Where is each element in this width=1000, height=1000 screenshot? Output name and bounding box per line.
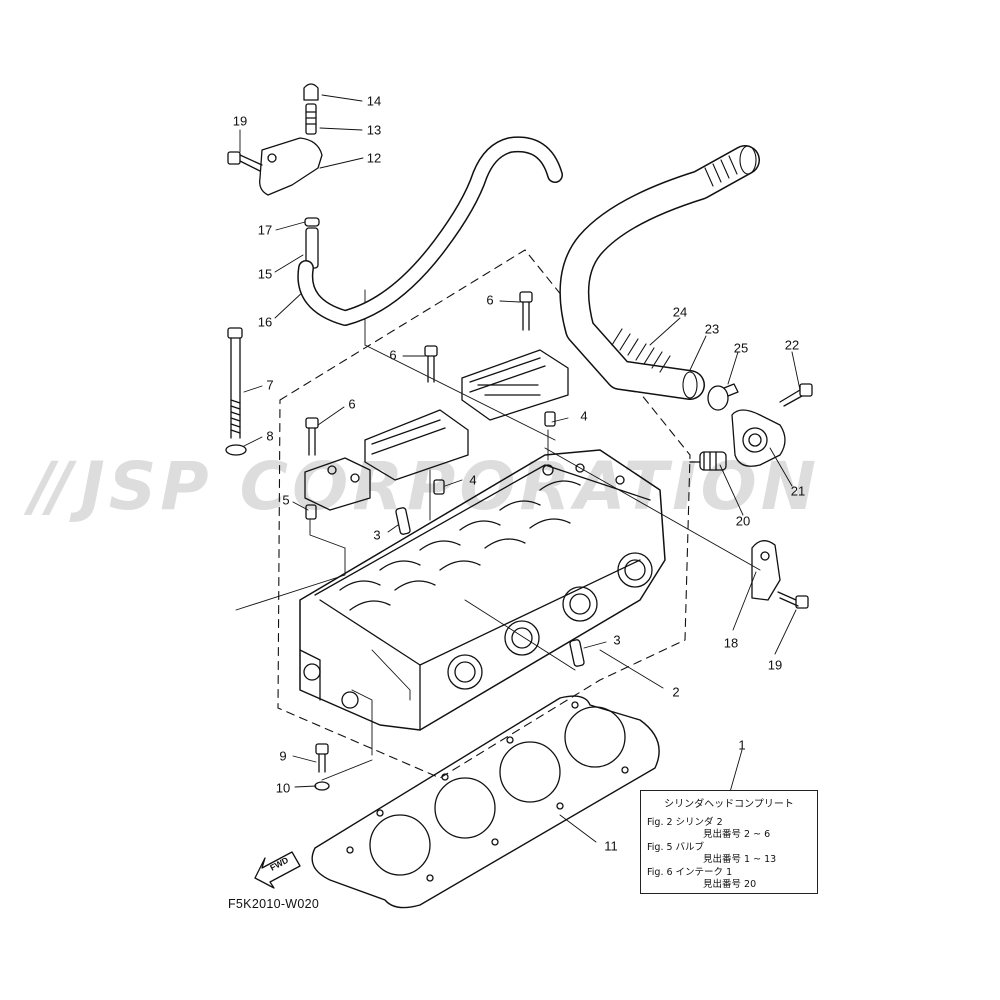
callout-22: 22 [784,337,800,353]
callout-13: 13 [366,122,382,138]
part-12-bracket [259,137,323,196]
part-3-sleeve-a [395,507,411,535]
callout-4-upper: 4 [580,408,588,424]
part-9-bolt [315,743,329,773]
part-13-fitting [305,103,317,135]
part-16-hose-fill [298,137,562,325]
part-21-port-inner [748,433,762,447]
part-25-clamp [707,383,739,411]
fwd-label: FWD [268,855,290,873]
part-19-bolt-upper [227,151,263,172]
callout-17: 17 [257,222,273,238]
part-17-clip [304,217,320,227]
part-14-cap [303,83,319,101]
part-12-hole [267,153,277,163]
reference-fig-5-detail: 見出番号 1 ~ 13 [703,854,777,865]
part-22-bolt [779,383,813,407]
reference-fig-6-detail: 見出番号 20 [703,879,757,890]
callout-24: 24 [672,304,688,320]
part-21-joint [731,409,786,467]
callout-21: 21 [790,483,806,499]
callout-19-lower: 19 [767,657,783,673]
part-11-gasket [311,695,660,909]
part-10-washer [314,781,330,791]
leader-lines [239,94,801,843]
callout-19-upper: 19 [232,113,248,129]
part-3-sleeve-b [569,639,585,667]
callout-6-front: 6 [348,396,356,412]
callout-3-upper: 3 [373,527,381,543]
callout-25: 25 [733,340,749,356]
reference-box-title: シリンダヘッドコンプリート [664,799,794,810]
cam-cap-front [304,457,371,511]
callout-15: 15 [257,266,273,282]
callout-7: 7 [266,377,274,393]
part-6-bolt-c [305,417,319,456]
part-21-port [742,427,768,453]
reference-fig-2: Fig. 2 シリンダ 2 [647,816,723,828]
part-6-bolt-b [424,345,438,383]
part-18-bracket [751,540,781,601]
callout-5: 5 [282,492,290,508]
reference-fig-5: Fig. 5 バルブ [647,841,705,853]
callout-6-middle: 6 [389,347,397,363]
callout-4-lower: 4 [469,472,477,488]
part-18-hole [760,551,770,561]
assembly-guide-lines [235,289,761,781]
part-23-pipe-fill [560,146,759,399]
callout-6-rear: 6 [486,292,494,308]
reference-fig-6: Fig. 6 インテーク 1 [647,866,733,878]
callout-3-lower: 3 [613,632,621,648]
callout-14: 14 [366,93,382,109]
figure-code: F5K2010-W020 [228,897,320,911]
callout-16: 16 [257,314,273,330]
part-5-dowel [305,504,317,520]
part-7-head-bolt [227,327,243,439]
reference-box: シリンダヘッドコンプリート Fig. 2 シリンダ 2 見出番号 2 ~ 6 F… [640,790,818,894]
callout-23: 23 [704,321,720,337]
callout-2: 2 [672,684,680,700]
part-4-dowel-b [433,479,445,495]
callout-1: 1 [738,737,746,753]
callout-18: 18 [723,635,739,651]
callout-20: 20 [735,513,751,529]
part-6-bolt-a [519,291,533,331]
part-20-nipple [689,451,727,471]
callout-9: 9 [279,748,287,764]
callout-10: 10 [275,780,291,796]
part-8-washer [225,444,247,456]
part-2-cylinder-head [299,449,666,731]
callout-12: 12 [366,150,382,166]
assembly-dashed-outline [277,249,691,779]
callout-8: 8 [266,428,274,444]
reference-fig-2-detail: 見出番号 2 ~ 6 [703,829,771,840]
part-16-hose [297,136,563,326]
part-4-dowel-a [544,411,556,427]
part-19-bolt-lower [777,591,809,609]
fwd-arrow: FWD [254,851,301,889]
cam-cap-middle [364,409,469,481]
part-24-bellows [611,145,757,399]
cam-cap-rear [461,349,569,421]
callout-11: 11 [604,838,618,854]
